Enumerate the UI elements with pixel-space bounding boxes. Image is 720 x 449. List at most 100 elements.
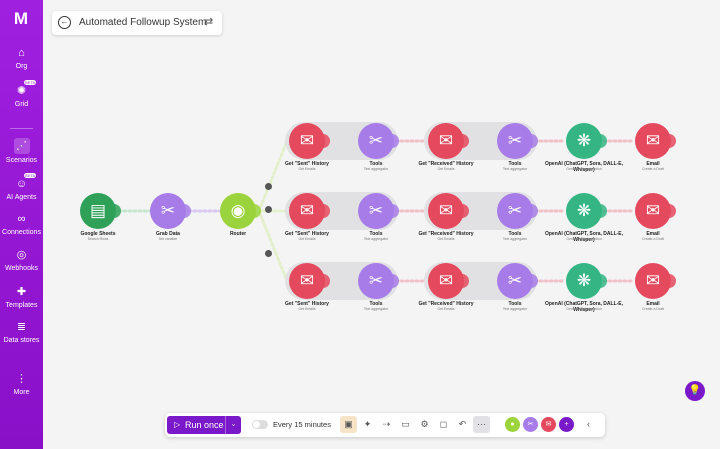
connector-handle[interactable] [322,204,330,218]
sidebar-item-more[interactable]: ⋮More [0,372,43,397]
tools-avatar[interactable]: ✂ [523,417,538,432]
module-label: Google Sheets [80,231,116,237]
google-sheets-module[interactable]: ▤ [80,193,121,229]
email-icon: ✉ [438,201,454,220]
connector-handle[interactable] [253,204,261,218]
sidebar-item-data-stores[interactable]: ≣Data stores [0,320,43,345]
get-received-history-module[interactable]: ✉ [428,123,469,159]
connector-handle[interactable] [530,204,538,218]
add-module-button[interactable]: + [559,417,574,432]
module-sublabel: Text aggregator [502,237,528,241]
get-sent-history-module[interactable]: ✉ [289,193,330,229]
settings-icon[interactable]: ⚙ [420,419,429,429]
share-icon: ⋰ [13,138,30,154]
sidebar-item-label: More [13,389,30,396]
module-sublabel: Generate a completion [566,167,602,171]
scenario-title[interactable]: Automated Followup System [79,17,207,28]
connector-handle[interactable] [599,274,607,288]
run-once-button[interactable]: ▷ Run once ⌄ [167,416,241,434]
openai-module[interactable]: ❋ [566,123,607,159]
connector-handle[interactable] [391,274,399,288]
connector-handle[interactable] [668,134,676,148]
route-line[interactable] [257,209,289,283]
chevron-down-icon[interactable]: ⌄ [225,416,241,434]
connector-handle[interactable] [391,204,399,218]
get-received-history-module[interactable]: ✉ [428,193,469,229]
connector-handle[interactable] [461,204,469,218]
connector-handle[interactable] [391,134,399,148]
module-sublabel: Get Emails [298,307,316,311]
grid-icon: ✺ [16,85,27,97]
get-received-history-module[interactable]: ✉ [428,263,469,299]
save-icon[interactable]: ▣ [340,416,357,433]
undo-icon[interactable]: ↶ [458,419,467,429]
schedule-toggle[interactable] [252,420,268,429]
connector-handle[interactable] [183,204,191,218]
openai-module[interactable]: ❋ [566,263,607,299]
module-label: OpenAI (ChatGPT, Sora, DALL-E, Whisper) [544,161,624,173]
connector-handle[interactable] [461,274,469,288]
sidebar-item-webhooks[interactable]: ◎Webhooks [0,248,43,273]
module-sublabel: Generate a completion [566,307,602,311]
connector-handle[interactable] [599,204,607,218]
get-sent-history-module[interactable]: ✉ [289,263,330,299]
email-draft-module[interactable]: ✉ [635,193,676,229]
google-sheets-icon: ▤ [89,201,107,220]
help-bulb-icon[interactable]: 💡 [685,381,705,401]
sidebar-item-scenarios[interactable]: ⋰Scenarios [0,138,43,165]
filter-icon[interactable] [265,250,272,257]
route-line[interactable] [257,139,289,213]
notes-icon[interactable]: ▭ [401,419,410,429]
email-icon: ✉ [645,201,661,220]
schedule-label[interactable]: Every 15 minutes [273,420,331,429]
connector-handle[interactable] [668,274,676,288]
module-label: Email [646,161,660,167]
connector-handle[interactable] [322,134,330,148]
email-draft-module[interactable]: ✉ [635,263,676,299]
module-label: Get "Sent" History [285,301,329,307]
connector-handle[interactable] [113,204,121,218]
sidebar-item-templates[interactable]: ✚Templates [0,285,43,310]
router-icon: ◉ [230,201,246,220]
openai-icon: ❋ [576,271,592,290]
filter-icon[interactable] [265,183,272,190]
back-arrow-icon[interactable]: ← [58,16,71,29]
router-avatar[interactable]: ● [505,417,520,432]
magic-wand-icon[interactable]: ✦ [363,419,372,429]
connector-handle[interactable] [322,274,330,288]
connector-handle[interactable] [668,204,676,218]
router-module[interactable]: ◉ [220,193,261,229]
module-label: Tools [369,301,383,307]
connector-handle[interactable] [461,134,469,148]
module-sublabel: Create a Draft [642,307,664,311]
tools-module[interactable]: ✂ [497,123,538,159]
tools-module[interactable]: ✂ [358,263,399,299]
more-icon[interactable]: ⋯ [473,416,490,433]
draft-icon[interactable]: ◻ [439,419,448,429]
get-sent-history-module[interactable]: ✉ [289,123,330,159]
tools-module[interactable]: ✂ [358,193,399,229]
tools-module[interactable]: ✂ [358,123,399,159]
flow-icon[interactable]: ⇢ [382,419,391,429]
openai-module[interactable]: ❋ [566,193,607,229]
connector-handle[interactable] [530,134,538,148]
make-logo[interactable]: M [13,9,29,28]
sidebar-item-org[interactable]: ⌂Org [0,46,43,71]
filter-icon[interactable] [265,206,272,213]
sidebar-item-connections[interactable]: ∞Connections [0,212,43,237]
chevron-left-icon[interactable]: ‹ [587,419,590,429]
tools-module[interactable]: ✂ [497,193,538,229]
connector-handle[interactable] [530,274,538,288]
swap-icon[interactable]: ⇄ [204,16,214,28]
email-draft-module[interactable]: ✉ [635,123,676,159]
grab-data-module[interactable]: ✂ [150,193,191,229]
email-avatar[interactable]: ✉ [541,417,556,432]
tools-module[interactable]: ✂ [497,263,538,299]
connector-handle[interactable] [599,134,607,148]
link-icon: ∞ [17,213,26,225]
module-sublabel: Get Emails [437,307,455,311]
email-icon: ✉ [438,271,454,290]
